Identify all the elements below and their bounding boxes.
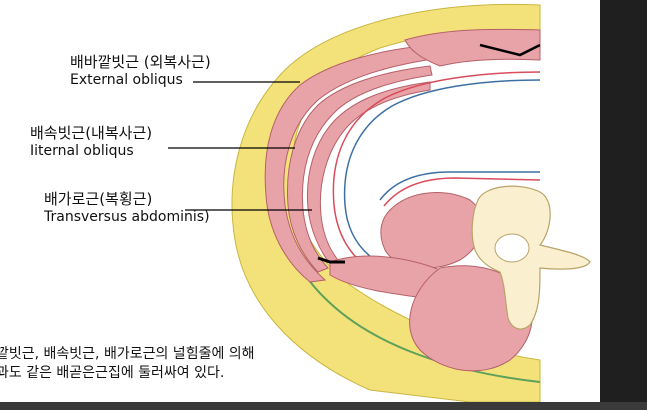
abdominal-wall-cross-section bbox=[168, 3, 591, 402]
slide-canvas: 배바깥빗근 (외복사근) External obliqus 배속빗근(내복사근)… bbox=[0, 0, 600, 402]
peritoneum-red-line-lower bbox=[383, 177, 541, 207]
peritoneum-blue-line-lower bbox=[379, 171, 540, 201]
vertebra-body bbox=[471, 185, 591, 330]
vertebral-foramen bbox=[494, 233, 530, 263]
label-external-obliquus-ko: 배바깥빗근 (외복사근) bbox=[70, 53, 211, 71]
label-internal-obliquus-en: Iiternal obliqus bbox=[30, 143, 134, 159]
label-transversus-abdominis: 배가로근(복횡근) Transversus abdominis) bbox=[44, 190, 210, 226]
caption-line-2: 과도 같은 배곧은근집에 둘러싸여 있다. bbox=[0, 365, 225, 381]
quadratus-lumborum bbox=[380, 192, 483, 269]
label-external-obliquus: 배바깥빗근 (외복사근) External obliqus bbox=[70, 53, 211, 89]
bottom-dark-strip bbox=[0, 402, 647, 410]
label-transversus-en: Transversus abdominis) bbox=[44, 209, 210, 225]
caption-line-1: 깥빗근, 배속빗근, 배가로근의 널힘줄에 의해 bbox=[0, 346, 255, 362]
label-internal-obliquus-ko: 배속빗근(내복사근) bbox=[30, 124, 153, 142]
caption-text: 깥빗근, 배속빗근, 배가로근의 널힘줄에 의해 과도 같은 배곧은근집에 둘러… bbox=[0, 345, 255, 383]
linea-alba-top bbox=[479, 43, 541, 57]
label-transversus-ko: 배가로근(복횡근) bbox=[44, 190, 153, 208]
rectus-sheath-upper bbox=[404, 28, 541, 67]
label-internal-obliquus: 배속빗근(내복사근) Iiternal obliqus bbox=[30, 124, 152, 160]
thoracolumbar-fascia bbox=[317, 256, 345, 264]
right-dark-strip bbox=[600, 0, 647, 402]
label-external-obliquus-en: External obliqus bbox=[70, 72, 183, 88]
peritoneum-red-line bbox=[332, 71, 541, 271]
peritoneum-blue-line bbox=[343, 79, 541, 261]
internal-obliquus-muscle bbox=[287, 65, 433, 273]
transversus-abdominis-muscle bbox=[306, 81, 431, 265]
